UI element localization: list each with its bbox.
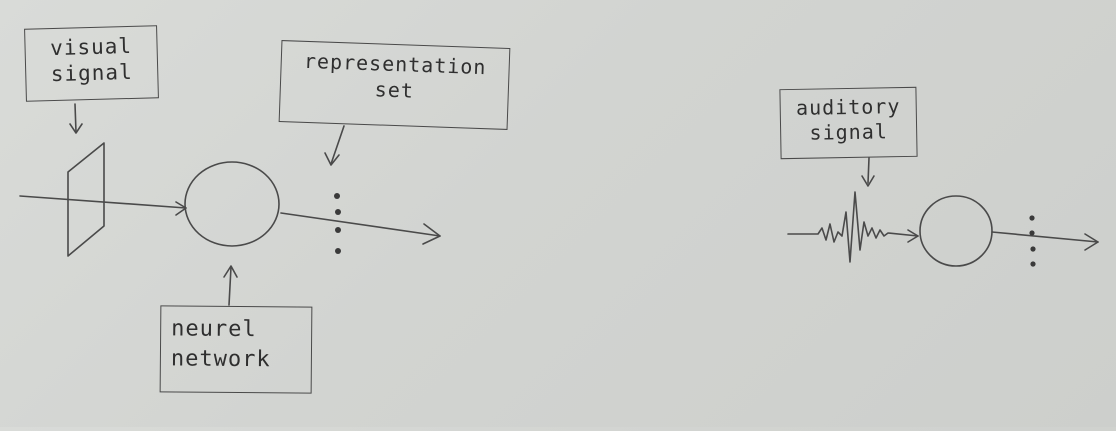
waveform-icon <box>787 191 919 263</box>
representation-dot <box>335 227 341 233</box>
representation-dot <box>1029 230 1035 236</box>
arrow-icon <box>69 123 83 134</box>
arrow-icon <box>175 201 187 216</box>
arrow-icon <box>907 229 919 243</box>
label-line: signal <box>809 119 888 145</box>
label-line: network <box>170 346 271 373</box>
representation-set-label: representation set <box>278 40 511 130</box>
representation-dot <box>335 248 341 254</box>
label-line: signal <box>50 59 133 87</box>
representation-dot <box>334 193 340 199</box>
auditory-signal-label: auditory signal <box>779 86 918 160</box>
representation-dot <box>1030 261 1036 267</box>
representation-output-line <box>280 212 441 237</box>
visual-pointer <box>74 103 77 133</box>
arrow-icon <box>861 175 875 187</box>
label-line: auditory <box>795 94 901 120</box>
network-circle-icon <box>184 161 280 247</box>
network-pointer <box>228 266 232 306</box>
arrow-icon <box>422 223 441 245</box>
auditory-output-line <box>991 231 1099 243</box>
arrow-icon <box>1084 233 1099 251</box>
projection-plane-icon <box>67 142 105 257</box>
label-line: visual <box>49 33 133 61</box>
representation-dot <box>1030 246 1036 252</box>
visual-input-line <box>19 195 187 209</box>
representation-pointer <box>330 125 345 165</box>
representation-dot <box>1029 215 1035 221</box>
arrow-icon <box>223 265 238 278</box>
arrow-icon <box>324 152 340 166</box>
network-circle-icon <box>919 195 993 267</box>
auditory-pointer <box>867 157 870 184</box>
label-line: neurel <box>171 316 257 343</box>
visual-signal-label: visual signal <box>24 25 159 102</box>
neural-network-label: neurel network <box>159 305 313 394</box>
representation-dot <box>335 209 341 215</box>
